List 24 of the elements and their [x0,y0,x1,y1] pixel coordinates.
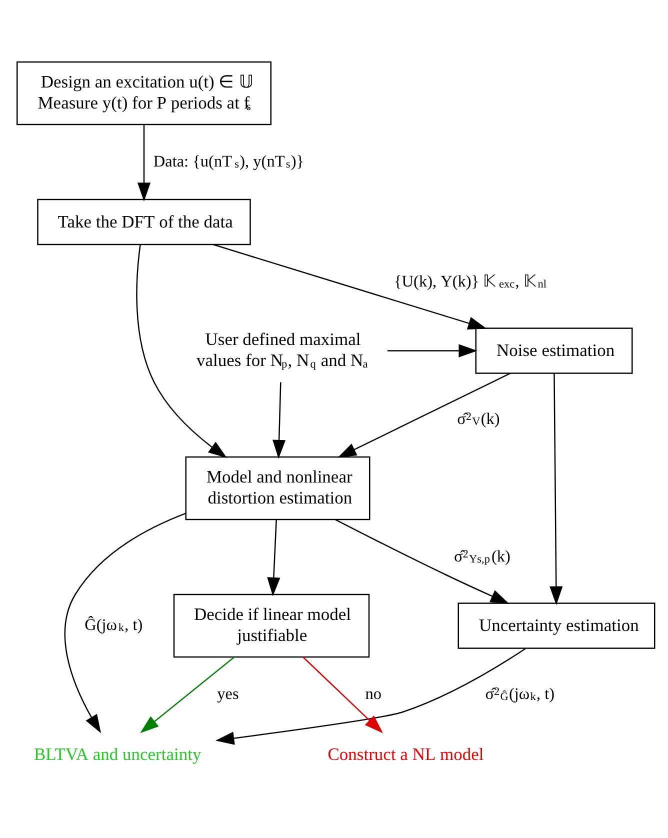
arrow [272,382,286,458]
arrow [212,243,487,330]
node-box: Decide if linear model justifiable [173,593,370,658]
arrow [387,344,478,357]
edge-label: Ĝ(jωk, t) [84,616,143,634]
edge-label: Data: {u(nTs), y(nTs)} [153,152,304,170]
arrow [64,512,186,733]
arrow [302,656,383,733]
arrow [335,518,510,604]
node-text: BLTVA and uncertainty [34,743,202,764]
arrow [140,656,234,733]
node-box: Take the DFT of the data [37,198,251,245]
arrow [338,372,510,458]
node-box: Model and nonlinear distortion estimation [185,456,370,520]
node-box: Uncertainty estimation [458,602,656,648]
node-text: Construct a NL model [328,743,484,764]
arrow [136,244,227,458]
arrow [137,124,151,201]
arrow [267,519,280,596]
edge-label: no [365,684,382,702]
arrow [550,372,563,605]
arrow [215,647,526,744]
node-box: Noise estimation [475,327,633,374]
edge-label: yes [217,684,239,702]
